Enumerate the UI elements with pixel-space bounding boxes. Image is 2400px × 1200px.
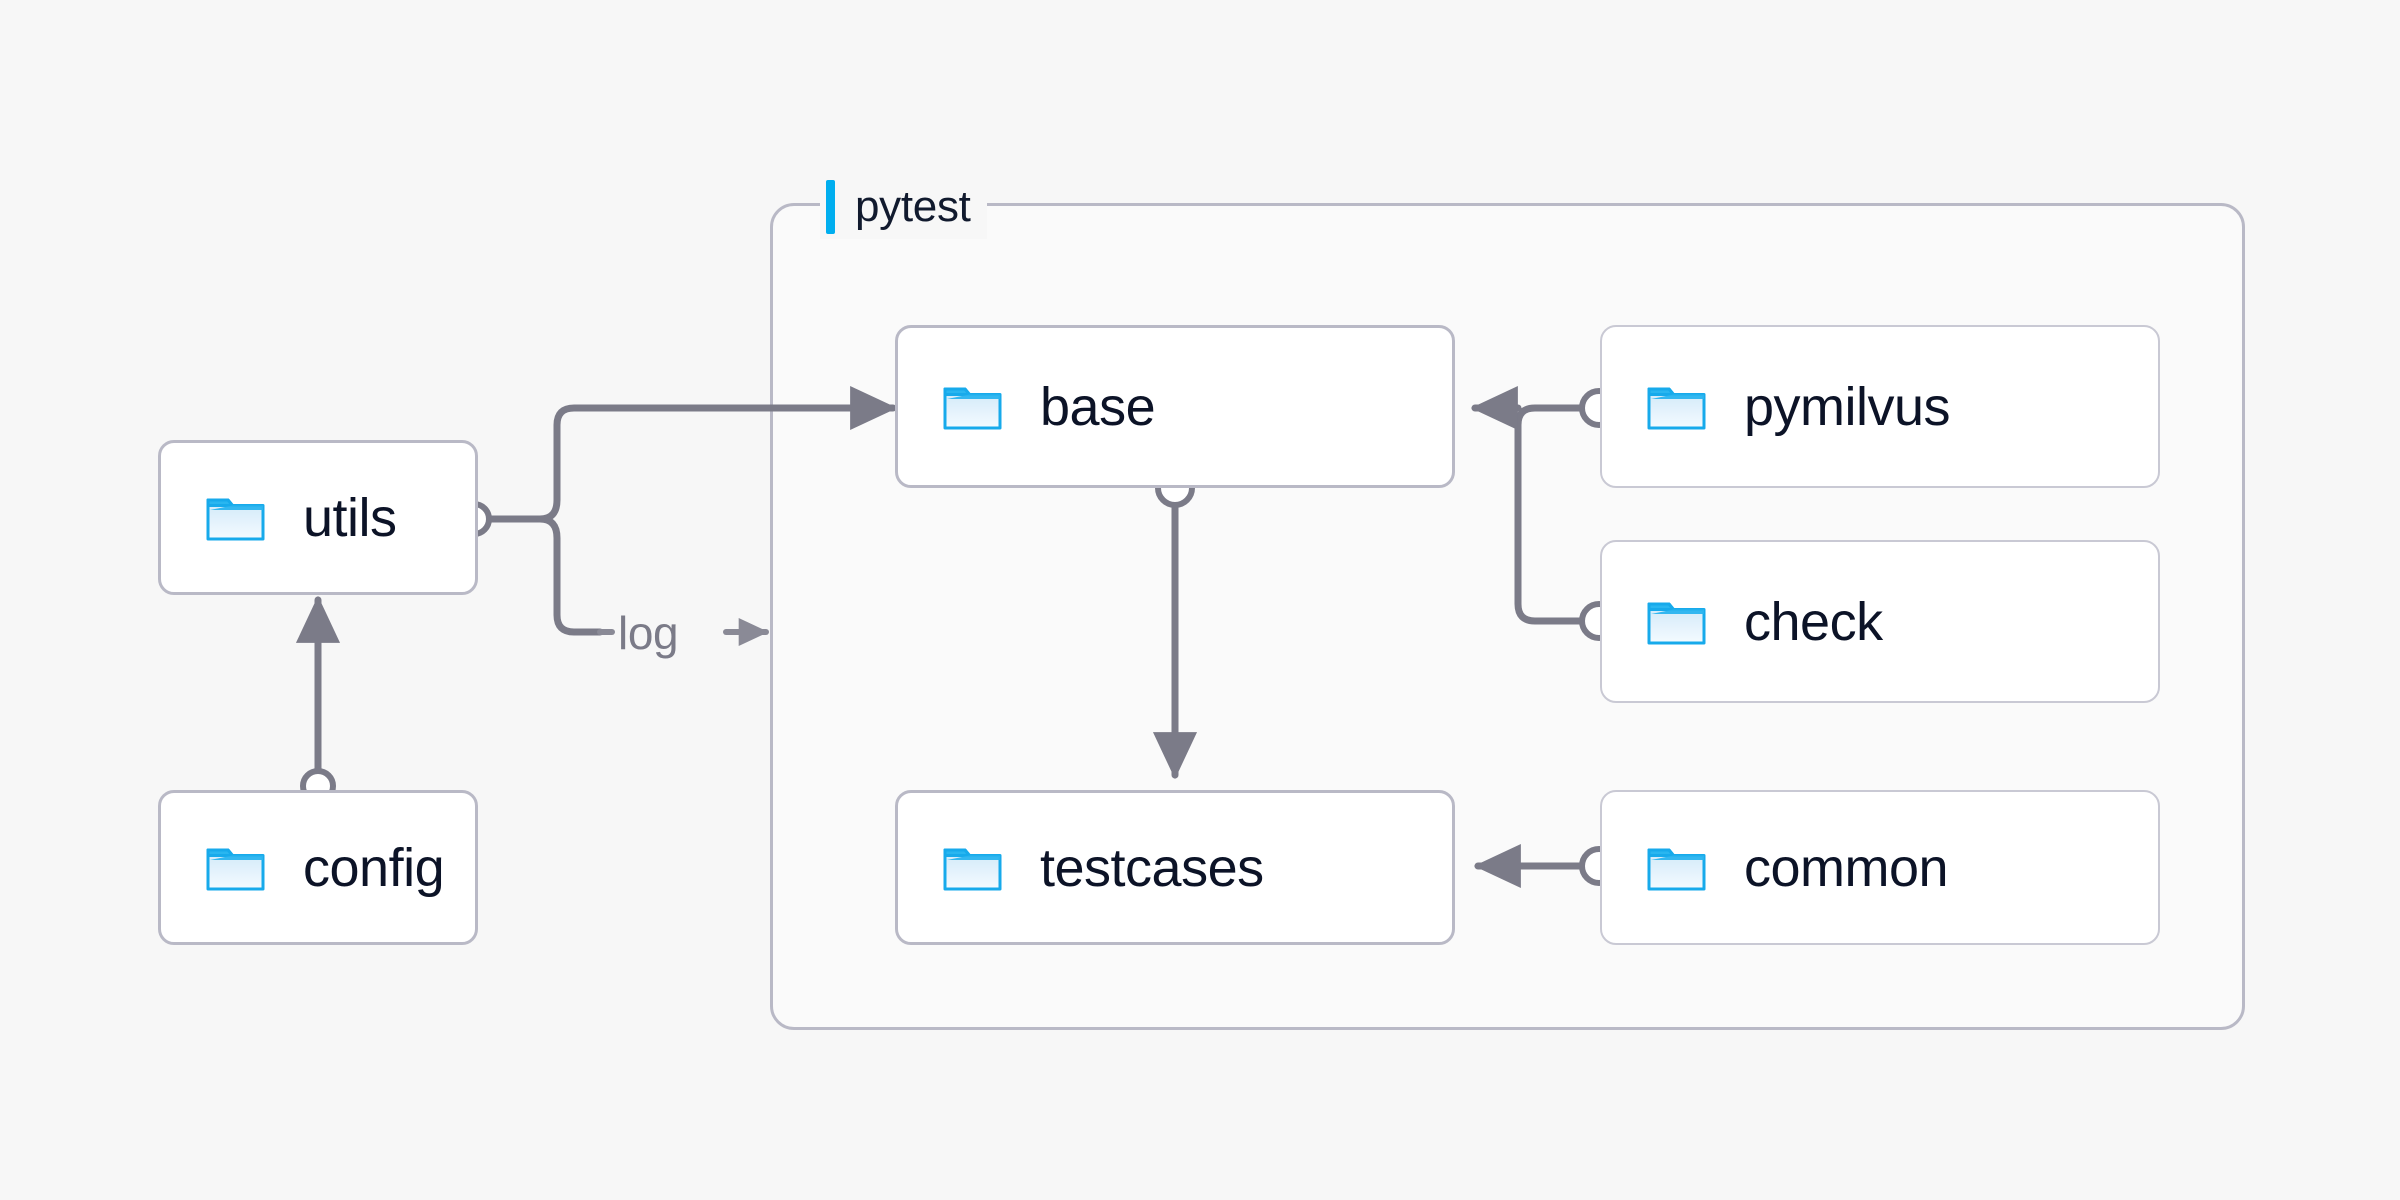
node-label-check: check: [1744, 591, 1883, 652]
edge-label-log: log: [618, 607, 679, 659]
folder-icon: [1647, 848, 1706, 890]
folder-icon: [943, 848, 1002, 890]
node-common[interactable]: common: [1600, 790, 2160, 945]
node-label-pymilvus: pymilvus: [1744, 376, 1951, 437]
folder-icon: [206, 848, 265, 890]
group-title-text: pytest: [855, 182, 971, 231]
node-label-utils: utils: [303, 487, 397, 548]
node-label-config: config: [303, 837, 445, 898]
folder-icon: [1647, 387, 1706, 429]
folder-icon: [1647, 602, 1706, 644]
folder-icon: [206, 498, 265, 540]
node-check[interactable]: check: [1600, 540, 2160, 703]
node-label-testcases: testcases: [1040, 837, 1264, 898]
node-base[interactable]: base: [895, 325, 1455, 488]
node-config[interactable]: config: [158, 790, 478, 945]
node-label-common: common: [1744, 837, 1949, 898]
wire-utils-to-base: [536, 385, 898, 523]
accent-bar-icon: [826, 180, 835, 234]
node-pymilvus[interactable]: pymilvus: [1600, 325, 2160, 488]
node-utils[interactable]: utils: [158, 440, 478, 595]
wire-check-pymilvus-trunk: [1514, 404, 1586, 625]
node-label-base: base: [1040, 376, 1156, 437]
node-testcases[interactable]: testcases: [895, 790, 1455, 945]
folder-icon: [943, 387, 1002, 429]
wire-utils-to-log: [536, 515, 604, 636]
group-label-pytest: pytest: [820, 175, 987, 239]
